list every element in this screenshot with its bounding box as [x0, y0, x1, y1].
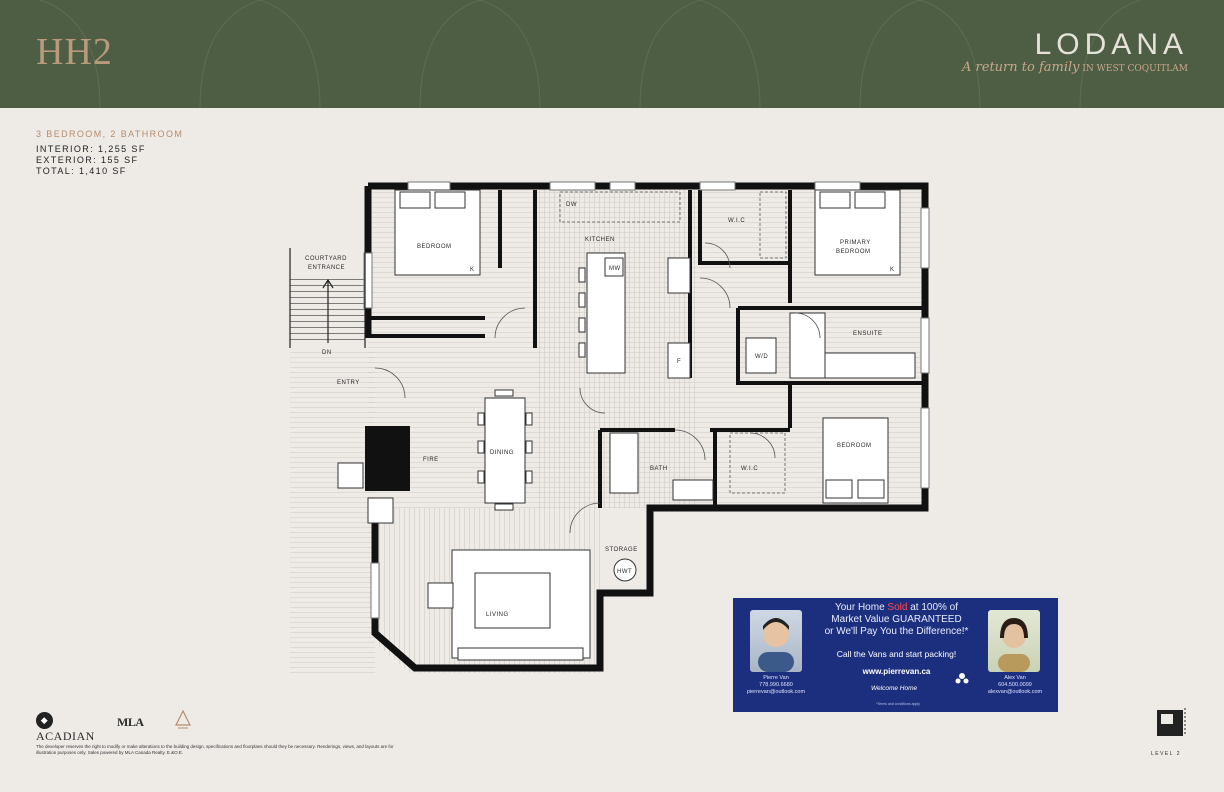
- bed-k1-label: K: [470, 267, 475, 273]
- hwt-label: HWT: [617, 569, 632, 575]
- ad-cta: Call the Vans and start packing!: [836, 649, 957, 659]
- headline-sold: Sold: [887, 602, 908, 613]
- headline-part-a: Your Home: [834, 602, 888, 613]
- brand-name: LODANA: [1034, 28, 1188, 61]
- exterior-area: EXTERIOR: 155 SF: [36, 155, 139, 165]
- header-pattern: [39, 0, 1141, 108]
- entry-label: ENTRY: [337, 380, 360, 386]
- furniture: [337, 189, 916, 661]
- fireplace: [365, 426, 410, 491]
- unit-type: 3 BEDROOM, 2 BATHROOM: [36, 129, 184, 139]
- living-label: LIVING: [486, 612, 509, 618]
- ad-fine-print: *Terms and conditions apply: [876, 702, 920, 706]
- wd-label: W/D: [755, 354, 768, 360]
- welcome-home-logo: Welcome Home: [871, 685, 918, 692]
- agent1-portrait-icon: [758, 618, 794, 672]
- ad-headline-line3: or We'll Pay You the Difference!*: [824, 626, 969, 637]
- wic2-label: W.I.C: [741, 466, 758, 472]
- level-label: LEVEL 2: [1150, 751, 1182, 757]
- upper-cabinets: [559, 191, 787, 494]
- interior-walls: [368, 190, 925, 508]
- acadian-mark-icon: ◆: [36, 712, 53, 729]
- keyplan-icon: [1157, 708, 1186, 736]
- fridge-label: F: [677, 359, 681, 365]
- ad-headline-line2: Market Value GUARANTEED: [831, 614, 962, 625]
- agent2-email: alexvan@outlook.com: [987, 689, 1043, 695]
- bedroom1-label: BEDROOM: [417, 244, 452, 250]
- interior-area: INTERIOR: 1,255 SF: [36, 144, 146, 154]
- tagline-script: A return to family: [962, 60, 1080, 75]
- realty-logo-icon: [955, 673, 969, 684]
- developer-mark-icon: [175, 709, 191, 729]
- wic1-label: W.I.C: [728, 218, 745, 224]
- agent2-name: Alex Van: [1004, 675, 1026, 681]
- courtyard-label: COURTYARD: [305, 256, 347, 262]
- brand-tagline: A return to family IN WEST COQUITLAM: [962, 60, 1188, 75]
- primary-bedroom-label: BEDROOM: [836, 249, 871, 255]
- stair-rails: [289, 248, 366, 348]
- dn-label: DN: [322, 350, 332, 356]
- legal-disclaimer: The developer reserves the right to modi…: [36, 744, 394, 755]
- bedroom2-label: BEDROOM: [837, 443, 872, 449]
- agent2-portrait-icon: [998, 618, 1030, 672]
- unit-specs: 3 BEDROOM, 2 BATHROOM INTERIOR: 1,255 SF…: [36, 129, 183, 177]
- door-swings: [374, 242, 821, 534]
- unit-code: HH2: [36, 31, 113, 73]
- agent2-phone: 604.500.0099: [998, 682, 1032, 688]
- agent2-contact: Alex Van 604.500.0099 alexvan@outlook.co…: [975, 675, 1055, 696]
- agent2-photo: [988, 610, 1040, 672]
- header-banner: HH2 LODANA A return to family IN WEST CO…: [0, 0, 1224, 108]
- dw-label: DW: [566, 202, 577, 208]
- acadian-text: ACADIAN: [36, 729, 95, 743]
- ad-headline-line1: Your Home Sold at 100% of: [809, 602, 984, 614]
- agent1-photo: [750, 610, 802, 672]
- agent1-phone: 778.990.6680: [759, 682, 793, 688]
- ad-headline: Your Home Sold at 100% of Market Value G…: [809, 602, 984, 638]
- windows: [363, 181, 930, 619]
- level-indicator: LEVEL 2: [1140, 706, 1192, 757]
- headline-part-b: at 100% of: [907, 602, 959, 613]
- acadian-logo: ◆ACADIAN: [36, 712, 95, 744]
- kitchen-label: KITCHEN: [585, 237, 615, 243]
- ad-url-link[interactable]: www.pierrevan.ca: [862, 667, 931, 676]
- mla-logo: MLA: [117, 715, 144, 729]
- mw-label: MW: [609, 266, 621, 272]
- total-area: TOTAL: 1,410 SF: [36, 166, 127, 176]
- bath-label: BATH: [650, 466, 668, 472]
- realtor-advertisement[interactable]: Your Home Sold at 100% of Market Value G…: [733, 598, 1058, 712]
- fire-label: FIRE: [423, 457, 439, 463]
- agent1-name: Pierre Van: [763, 675, 789, 681]
- primary-label: PRIMARY: [840, 240, 871, 246]
- entrance-label: ENTRANCE: [308, 265, 345, 271]
- agent1-contact: Pierre Van 778.990.6680 pierrevan@outloo…: [736, 675, 816, 696]
- dining-label: DINING: [490, 450, 514, 456]
- brand-logo: LODANA A return to family IN WEST COQUIT…: [962, 28, 1188, 75]
- storage-label: STORAGE: [605, 547, 638, 553]
- ensuite-label: ENSUITE: [853, 331, 883, 337]
- bed-k2-label: K: [890, 267, 895, 273]
- tagline-suffix: IN WEST COQUITLAM: [1082, 64, 1188, 74]
- floor-plan: COURTYARD ENTRANCE DN ENTRY BEDROOM K KI…: [289, 181, 930, 673]
- agent1-email: pierrevan@outlook.com: [746, 689, 806, 695]
